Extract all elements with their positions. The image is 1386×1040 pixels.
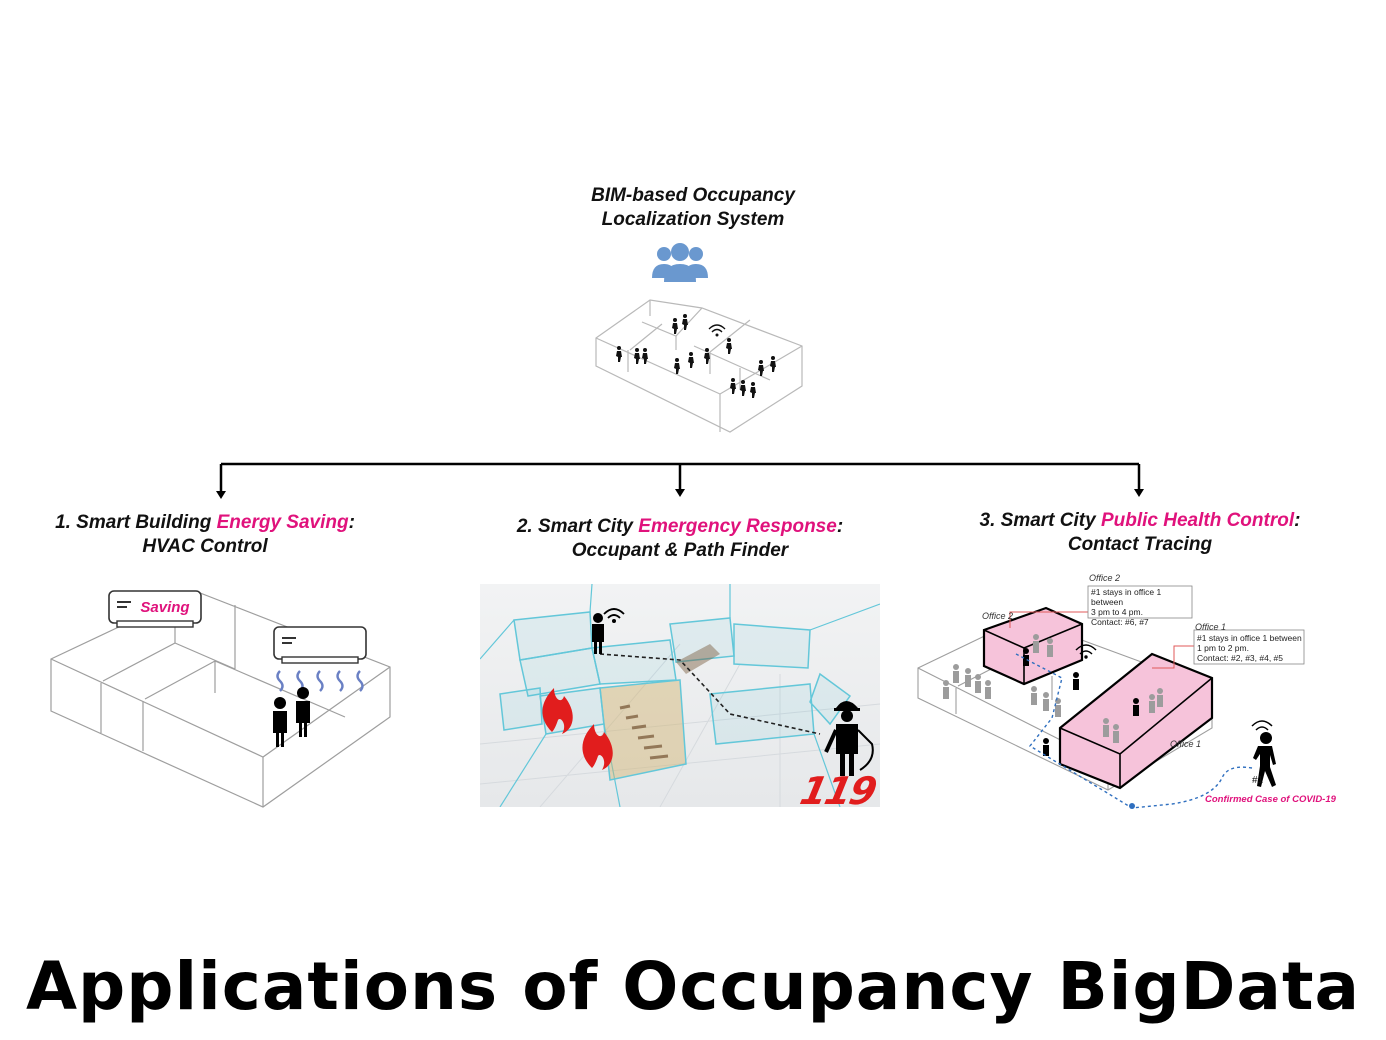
trapped-occupant-icon	[592, 613, 604, 654]
fire-icon	[542, 688, 613, 770]
users-icon	[652, 243, 708, 282]
app3-suffix: :	[1294, 510, 1301, 531]
root-title: BIM-based Occupancy Localization System	[493, 184, 893, 232]
app3-prefix: 3. Smart City	[979, 510, 1101, 531]
trace-path	[1015, 653, 1253, 809]
occupant-wifi-icon	[603, 608, 625, 619]
app3-building-illustration	[917, 585, 1305, 809]
root-building-illustration	[595, 299, 803, 433]
app1-line2: HVAC Control	[142, 536, 268, 557]
app2-title: 2. Smart City Emergency Response: Occupa…	[470, 515, 890, 563]
office2-note-box	[1087, 585, 1193, 619]
app2-line2: Occupant & Path Finder	[571, 540, 789, 561]
app2-glass-building	[480, 584, 880, 807]
app1-prefix: 1. Smart Building	[55, 512, 217, 533]
app3-wifi-icon	[1075, 644, 1097, 655]
office1-note-box	[1193, 629, 1305, 665]
root-title-line2: Localization System	[601, 209, 785, 230]
app1-highlight: Energy Saving	[216, 512, 349, 533]
office1-note-line1: #1 stays in office 1 between	[1197, 633, 1302, 643]
app2-prefix: 2. Smart City	[516, 516, 639, 537]
app3-highlight: Public Health Control	[1100, 510, 1295, 531]
badge-119: 119	[795, 769, 879, 807]
app3-line2: Contact Tracing	[1067, 534, 1213, 555]
office1-note-line2: 1 pm to 2 pm.	[1197, 643, 1249, 653]
stair-block	[599, 644, 720, 781]
office1-note: #1 stays in office 1 between 1 pm to 2 p…	[1197, 633, 1305, 663]
ac-unit-saving	[108, 590, 202, 628]
case-one-tag: #1	[1252, 775, 1264, 786]
app2-render-panel: 119	[480, 584, 880, 807]
confirmed-case-icon	[1253, 732, 1276, 787]
root-wifi-icon	[708, 324, 726, 333]
office2-callout-label: Office 2	[1089, 573, 1121, 583]
confirmed-case-wifi-icon	[1251, 720, 1273, 731]
app2-highlight: Emergency Response	[638, 516, 837, 537]
airflow-waves	[276, 670, 364, 692]
root-title-line1: BIM-based Occupancy	[591, 185, 795, 206]
office2-note: #1 stays in office 1 between 3 pm to 4 p…	[1091, 587, 1193, 627]
app1-title: 1. Smart Building Energy Saving: HVAC Co…	[20, 511, 390, 559]
app3-contacts	[943, 634, 1163, 743]
app3-title: 3. Smart City Public Health Control: Con…	[935, 509, 1345, 557]
escape-path	[599, 653, 821, 735]
office1-note-line3: Contact: #2, #3, #4, #5	[1197, 653, 1284, 663]
office1-callout-label: Office 1	[1195, 622, 1227, 632]
app1-building-illustration	[50, 590, 391, 808]
office1-room-label: Office 1	[1170, 739, 1202, 749]
arrow-head-1	[216, 491, 226, 499]
page-title: Applications of Occupancy BigData	[25, 948, 1361, 1025]
arrow-head-2	[675, 489, 685, 497]
office2-note-line2: 3 pm to 4 pm.	[1091, 607, 1143, 617]
office2-room-label: Office 2	[982, 611, 1014, 621]
root-occupants	[616, 314, 776, 398]
firefighter-icon	[824, 701, 874, 776]
office1-box	[1058, 652, 1214, 790]
ac-unit-cooling	[273, 626, 367, 664]
arrow-head-3	[1134, 489, 1144, 497]
case-one-positions	[1023, 648, 1139, 756]
office2-note-line3: Contact: #6, #7	[1091, 617, 1149, 627]
app1-suffix: :	[348, 512, 355, 533]
tree-connector	[216, 462, 1144, 499]
app1-occupants	[273, 687, 310, 747]
office2-note-line1: #1 stays in office 1 between	[1091, 587, 1162, 607]
ac-saving-label: Saving	[140, 599, 190, 616]
app2-suffix: :	[836, 516, 844, 537]
confirmed-case-label: Confirmed Case of COVID-19	[1205, 794, 1336, 805]
